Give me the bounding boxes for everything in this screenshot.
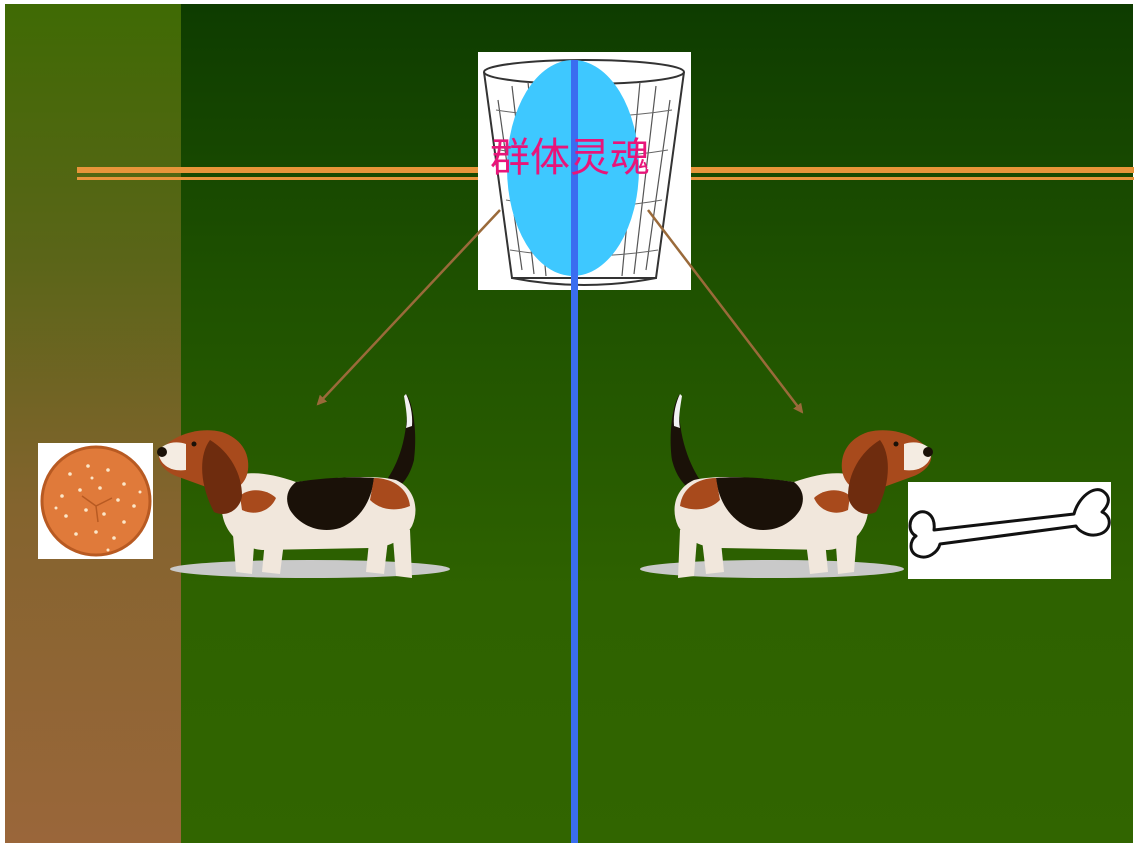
burger-bun-icon xyxy=(38,443,153,559)
group-soul-label: 群体灵魂 xyxy=(470,132,670,184)
bone-icon xyxy=(908,482,1111,579)
arrow-right xyxy=(648,210,802,412)
arrow-left xyxy=(318,210,500,404)
dog-icon xyxy=(157,394,450,578)
dog-icon xyxy=(640,394,933,578)
